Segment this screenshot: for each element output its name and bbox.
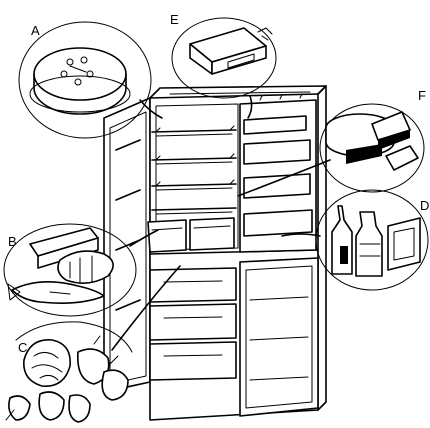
label-a: A <box>31 23 40 38</box>
label-c: C <box>18 340 27 355</box>
fish-meat-illustration <box>8 228 113 303</box>
right-door-racks <box>240 94 316 252</box>
control-strip <box>170 92 310 94</box>
carton-illustration <box>190 28 272 74</box>
bottles-illustration <box>332 206 420 276</box>
cheese-illustration <box>326 112 418 170</box>
freezer-door <box>240 258 318 416</box>
label-d: D <box>420 198 429 213</box>
refrigerator <box>104 86 326 420</box>
label-e: E <box>170 12 179 27</box>
label-b: B <box>8 234 17 249</box>
crisper-drawers <box>148 218 234 252</box>
butter-dish-illustration <box>30 48 130 114</box>
left-door <box>104 98 150 392</box>
label-f: F <box>418 88 426 103</box>
